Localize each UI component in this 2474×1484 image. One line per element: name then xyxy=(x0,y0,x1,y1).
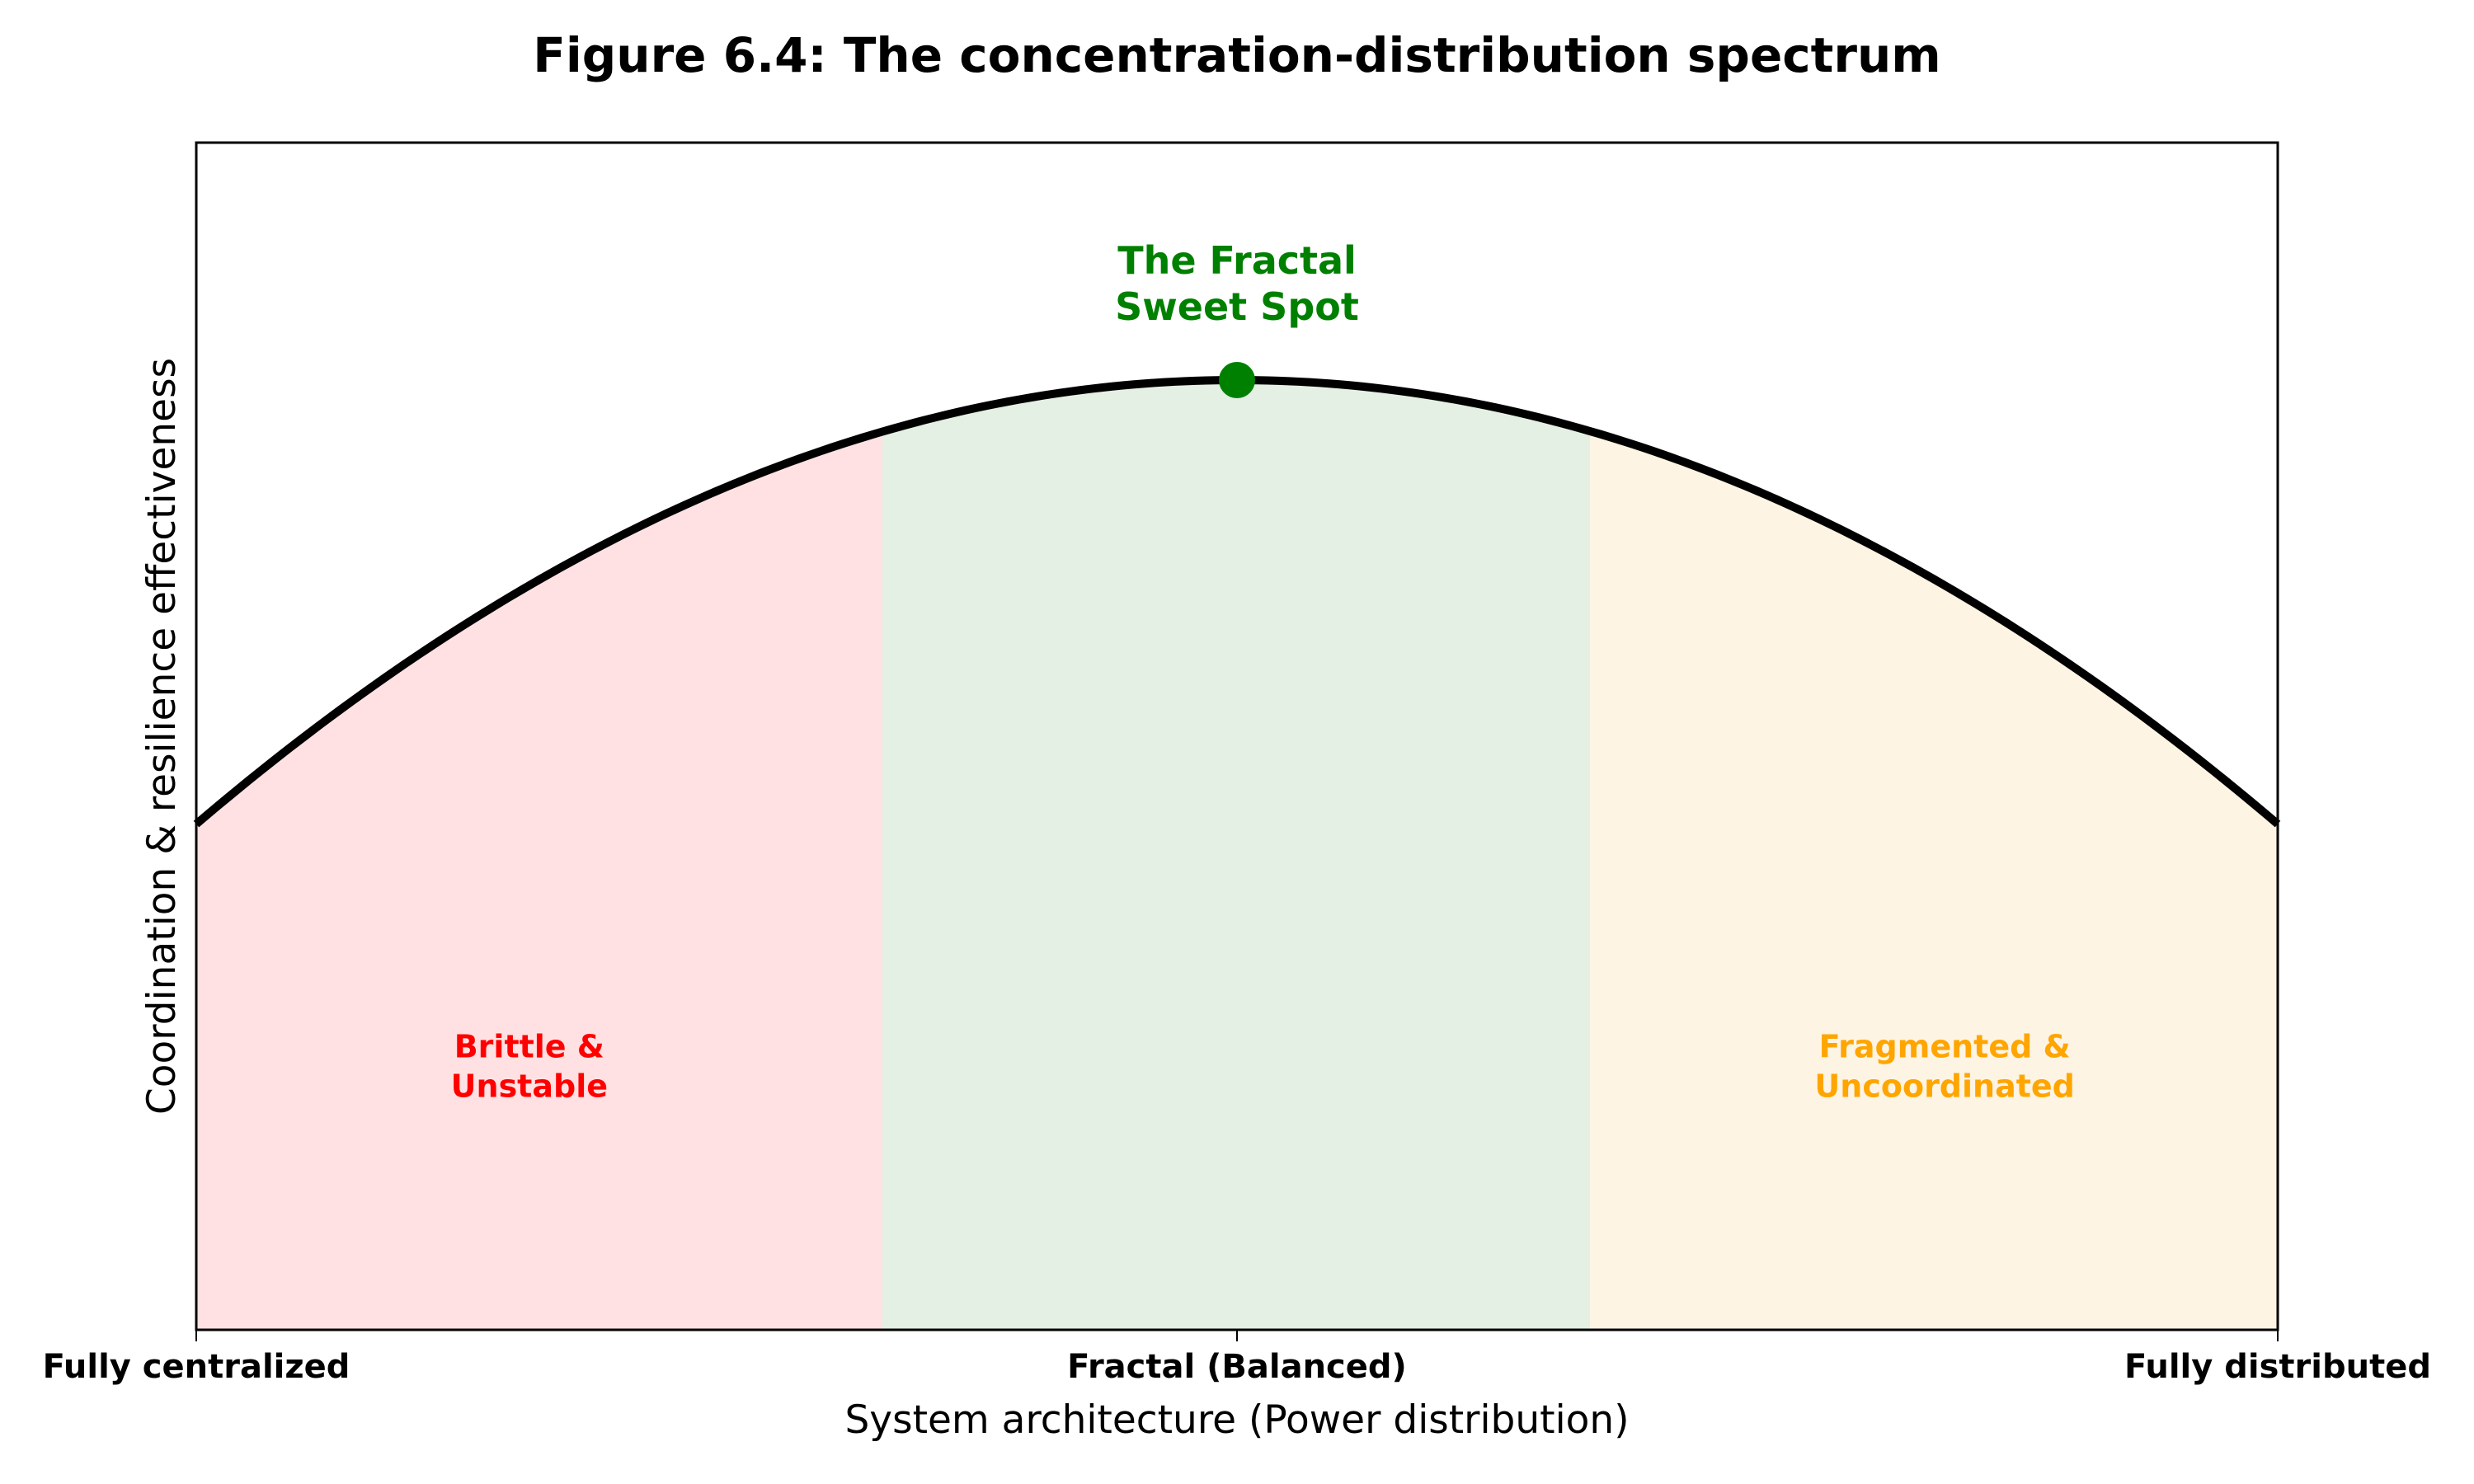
x-tick-label: Fully distributed xyxy=(2124,1348,2431,1386)
x-axis-label: System architecture (Power distribution) xyxy=(844,1397,1629,1443)
region-brittle-unstable xyxy=(195,430,884,1331)
x-ticks: Fully centralized Fractal (Balanced) Fully… xyxy=(43,1330,2431,1386)
region-fragmented-uncoordinated xyxy=(1590,430,2279,1331)
shaded-regions: Brittle &Unstable Fragmented &Uncoordinat… xyxy=(195,378,2279,1331)
region-label: Fragmented &Uncoordinated xyxy=(1814,1028,2074,1104)
chart-title: Figure 6.4: The concentration-distributi… xyxy=(533,27,1940,83)
y-axis-label: Coordination & resilience effectiveness xyxy=(139,358,185,1115)
x-tick-label: Fractal (Balanced) xyxy=(1067,1348,1407,1386)
region-fractal xyxy=(882,378,1592,1331)
region-label: Brittle &Unstable xyxy=(451,1028,608,1104)
x-tick-label: Fully centralized xyxy=(43,1348,350,1386)
sweet-spot-marker xyxy=(1219,362,1255,398)
